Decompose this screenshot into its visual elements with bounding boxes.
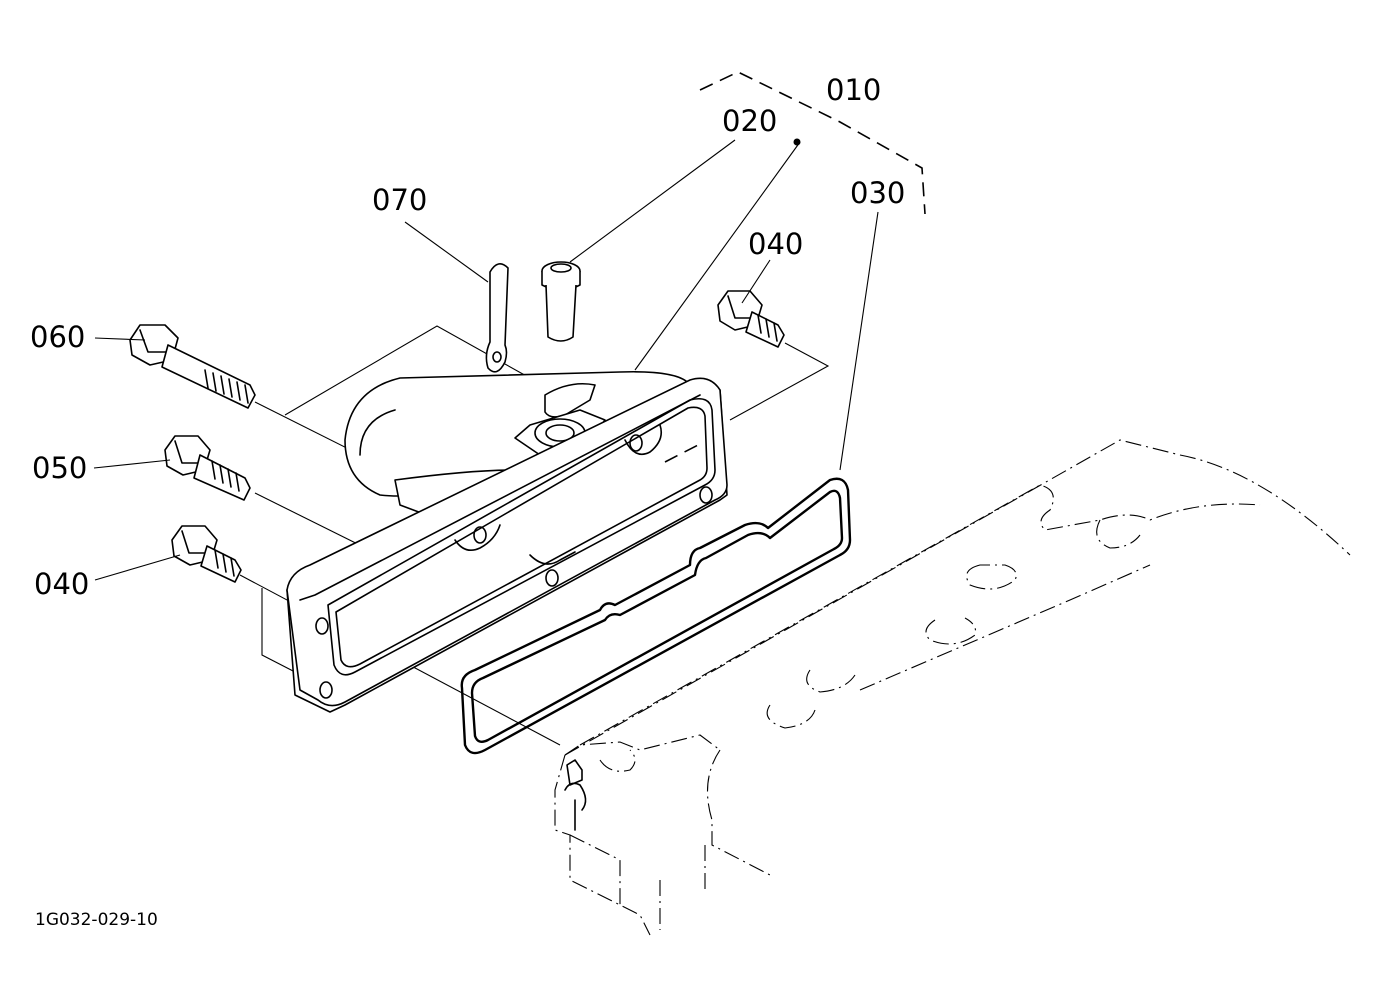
label-050: 050 <box>32 451 87 485</box>
pipe-plug-020 <box>541 261 581 342</box>
thermostat-housing <box>286 370 728 713</box>
bolt-060 <box>129 324 256 409</box>
label-060: 060 <box>30 320 85 354</box>
drawing-code: 1G032-029-10 <box>35 910 158 930</box>
tab-070 <box>485 263 509 373</box>
label-070: 070 <box>372 183 427 217</box>
callout-leaders <box>93 71 926 581</box>
callout-labels: 010 020 030 040 040 050 060 070 1G032-02… <box>30 73 905 930</box>
label-030: 030 <box>850 176 905 210</box>
bolt-050 <box>164 435 251 501</box>
bolt-040-bottom <box>171 525 242 583</box>
gasket-030 <box>460 477 852 755</box>
label-040-bottom: 040 <box>34 567 89 601</box>
label-020: 020 <box>722 104 777 138</box>
label-010: 010 <box>826 73 881 107</box>
cylinder-head-outline <box>554 439 1351 936</box>
label-040-top: 040 <box>748 227 803 261</box>
bolt-040-top <box>717 290 785 348</box>
